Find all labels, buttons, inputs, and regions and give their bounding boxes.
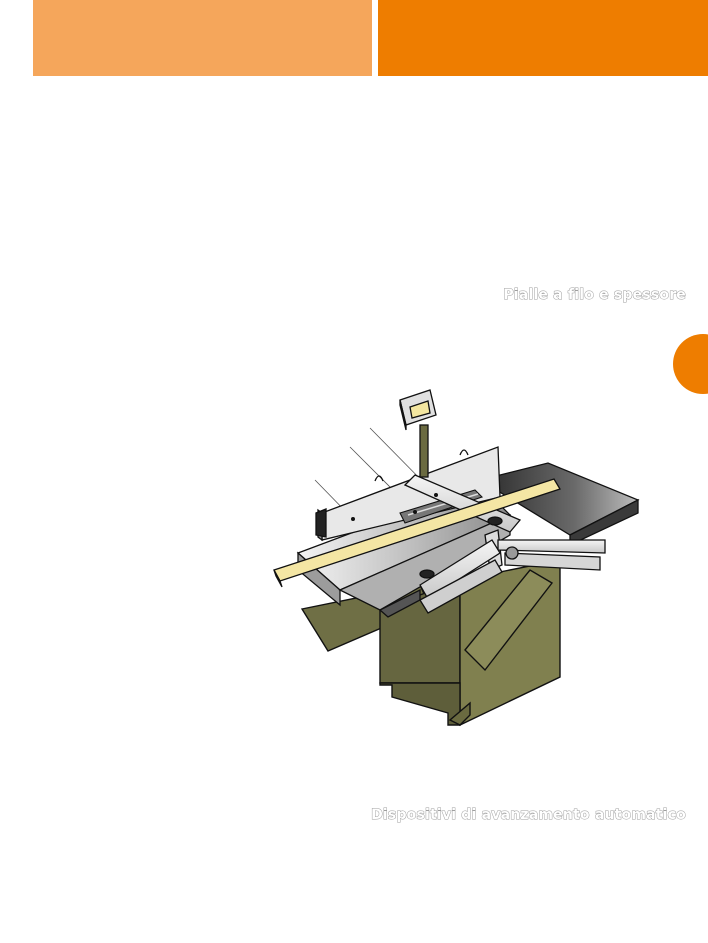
section-title-planers: Pialle a filo e spessore	[503, 287, 686, 304]
chapter-tab-marker	[673, 334, 708, 394]
workpiece-board	[273, 478, 561, 588]
automatic-feeder	[403, 474, 606, 614]
control-panel	[399, 389, 437, 478]
jointer-planer-illustration	[273, 389, 640, 727]
callout-dots	[351, 493, 438, 521]
section-title-feeders: Dispositivi di avanzamento automatico	[371, 807, 687, 824]
header-band-right	[378, 0, 708, 76]
header-band-left	[33, 0, 372, 76]
